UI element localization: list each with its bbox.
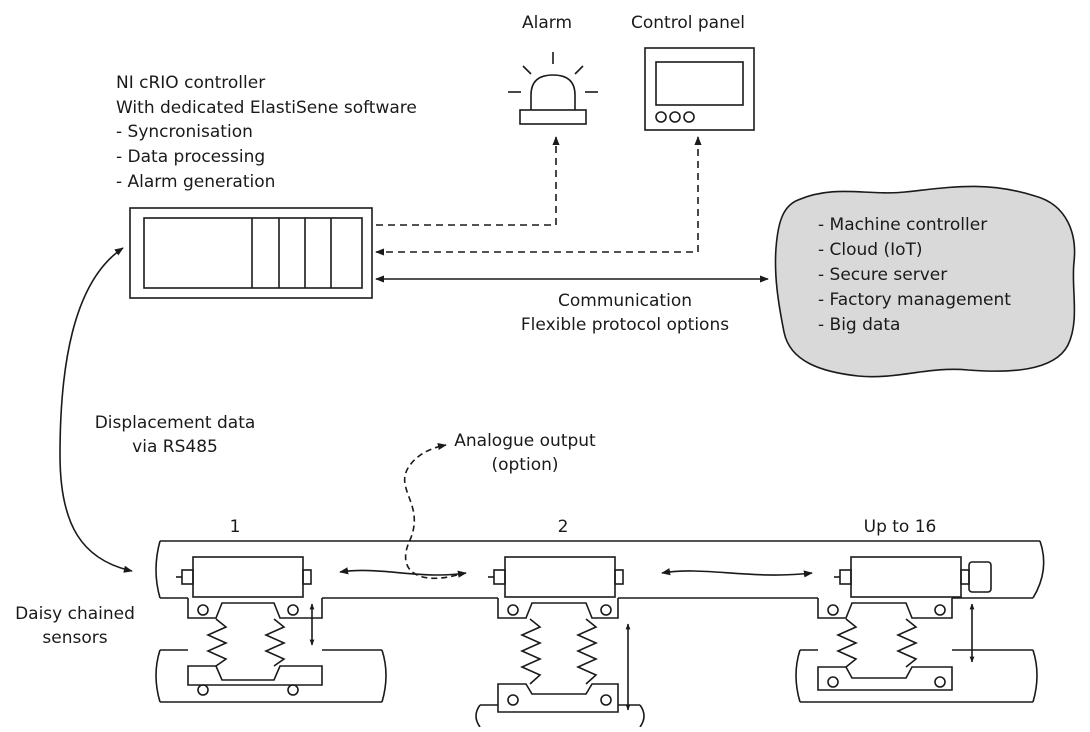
control-panel-label: Control panel xyxy=(631,13,746,33)
cloud-item: - Cloud (IoT) xyxy=(818,240,923,260)
machine-structure xyxy=(155,540,1045,728)
controller-functions: - Syncronisation - Data processing - Ala… xyxy=(116,120,275,195)
cloud-list: - Machine controller - Cloud (IoT) - Sec… xyxy=(818,213,1011,338)
controller-function-item: - Data processing xyxy=(116,147,266,167)
sensor-1 xyxy=(176,556,323,696)
displacement-sublabel: via RS485 xyxy=(132,437,218,457)
analogue-sublabel: (option) xyxy=(491,455,559,475)
daisy-label: Daisy chained xyxy=(15,604,135,624)
sensor-16 xyxy=(817,556,992,691)
cloud-item: - Big data xyxy=(818,315,901,335)
controller-function-item: - Alarm generation xyxy=(116,172,276,192)
cloud-shape xyxy=(774,185,1076,378)
sensor-2 xyxy=(488,556,631,713)
alarm-beacon-icon xyxy=(508,52,598,125)
controller-title: NI cRIO controller xyxy=(116,73,266,93)
sensor-16-label: Up to 16 xyxy=(863,517,937,537)
cloud-item: - Secure server xyxy=(818,265,948,285)
displacement-label: Displacement data xyxy=(94,413,256,433)
daisy-sublabel: sensors xyxy=(42,628,108,648)
control-panel-icon xyxy=(644,47,755,131)
chain-arrow-2 xyxy=(661,568,813,578)
sensor-1-label: 1 xyxy=(229,517,241,537)
controller-function-item: - Syncronisation xyxy=(116,122,253,142)
communication-label: Communication xyxy=(558,291,692,311)
analogue-label: Analogue output xyxy=(454,431,596,451)
alarm-label: Alarm xyxy=(522,13,573,33)
communication-sublabel: Flexible protocol options xyxy=(520,315,730,335)
cloud-item: - Machine controller xyxy=(818,215,988,235)
cloud-item: - Factory management xyxy=(818,290,1011,310)
controller-subtitle: With dedicated ElastiSene software xyxy=(116,98,417,118)
alarm-control-links xyxy=(375,136,702,256)
chain-arrow-1 xyxy=(339,567,467,578)
analogue-output-link xyxy=(403,442,458,579)
crio-controller-icon xyxy=(129,207,373,299)
sensor-2-label: 2 xyxy=(557,517,569,537)
rs485-link xyxy=(59,247,133,573)
